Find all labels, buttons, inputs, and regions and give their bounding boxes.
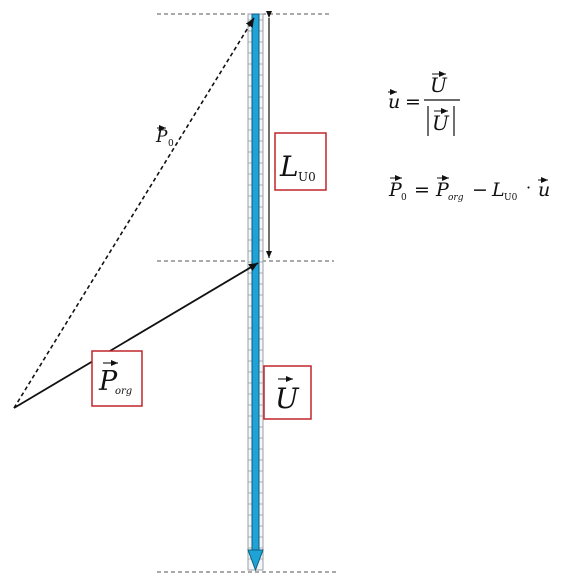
p0-label: P 0 bbox=[155, 125, 174, 149]
lu0-label-box: L U0 bbox=[274, 132, 327, 191]
svg-text:U: U bbox=[432, 111, 450, 135]
svg-text:P: P bbox=[435, 179, 450, 201]
svg-text:=: = bbox=[414, 179, 430, 201]
svg-text:U: U bbox=[275, 382, 300, 415]
svg-text:org: org bbox=[115, 386, 132, 397]
svg-text:P: P bbox=[98, 366, 118, 397]
svg-text:org: org bbox=[448, 193, 464, 203]
porg-label-box: P org bbox=[91, 350, 143, 407]
formula-p0-definition: P 0 = P org − L U0 · u bbox=[388, 175, 550, 203]
p0-vector-arrow bbox=[13, 17, 255, 409]
svg-text:−: − bbox=[472, 179, 488, 201]
svg-text:L: L bbox=[279, 150, 299, 183]
porg-vector-arrow bbox=[13, 262, 259, 409]
svg-text:·: · bbox=[526, 178, 531, 197]
svg-text:U: U bbox=[430, 73, 448, 97]
svg-text:P: P bbox=[388, 179, 403, 201]
u-vector-arrow bbox=[247, 13, 264, 572]
u-label-box: U bbox=[263, 365, 312, 420]
svg-text:=: = bbox=[405, 91, 421, 113]
svg-text:0: 0 bbox=[168, 139, 174, 149]
svg-text:L: L bbox=[491, 179, 505, 201]
svg-text:0: 0 bbox=[401, 193, 407, 203]
svg-text:P: P bbox=[155, 127, 168, 147]
svg-text:u: u bbox=[388, 91, 400, 113]
svg-text:u: u bbox=[538, 179, 550, 201]
svg-text:U0: U0 bbox=[298, 170, 316, 184]
svg-text:U0: U0 bbox=[504, 193, 518, 203]
formula-unit-vector: u = U U bbox=[388, 71, 460, 136]
